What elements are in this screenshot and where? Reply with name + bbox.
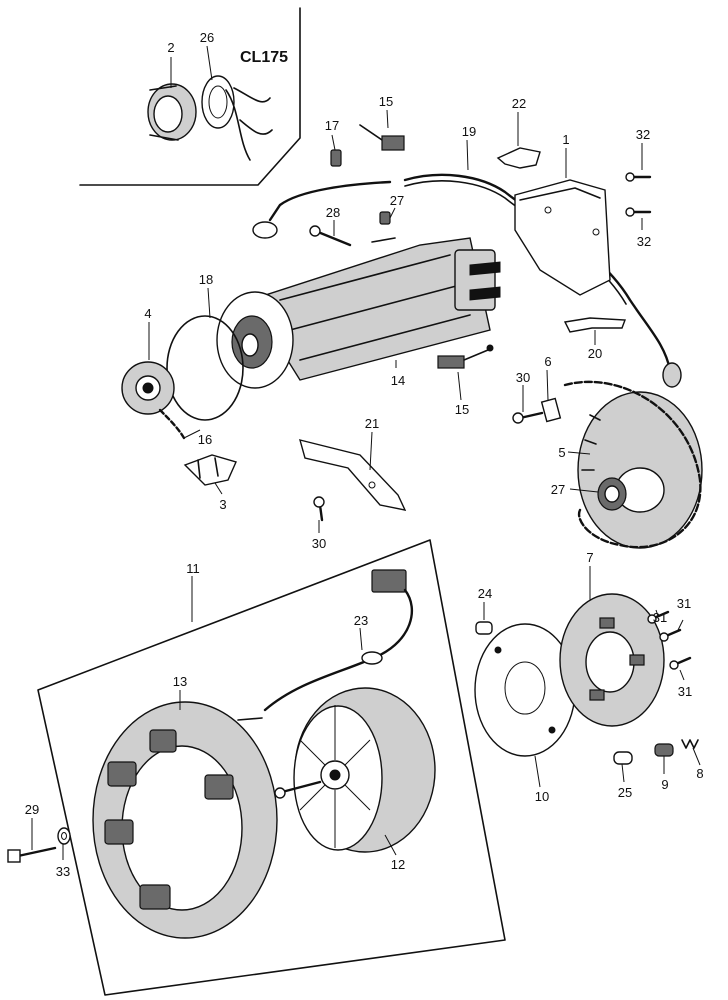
callout-3: 3 xyxy=(219,497,226,512)
callout-13: 13 xyxy=(173,674,187,689)
part-20-clamp xyxy=(563,317,626,333)
callout-31-b: 31 xyxy=(677,596,691,611)
callout-12: 12 xyxy=(391,857,405,872)
callout-17: 17 xyxy=(325,118,339,133)
part-26-seal xyxy=(201,75,273,161)
callout-14: 14 xyxy=(391,373,405,388)
callout-16: 16 xyxy=(198,432,212,447)
part-5-rear-sprocket xyxy=(577,391,703,549)
callout-11: 11 xyxy=(186,561,200,576)
part-27-grommet-upper xyxy=(371,211,396,243)
part-12-rotor xyxy=(293,687,436,853)
callout-30-upper: 30 xyxy=(516,370,530,385)
part-10-plate xyxy=(474,623,576,757)
part-29-bolt xyxy=(7,846,57,863)
callout-25: 25 xyxy=(618,785,632,800)
part-3-clip xyxy=(183,454,237,486)
part-9-spring-cap xyxy=(654,743,674,757)
part-22-clip xyxy=(496,147,541,169)
cl175-inset: CL175 xyxy=(79,7,301,186)
model-label: CL175 xyxy=(240,49,288,66)
generator-assembly-outline xyxy=(37,539,506,996)
callout-26: 26 xyxy=(200,30,214,45)
callout-32-lower: 32 xyxy=(637,234,651,249)
callout-22: 22 xyxy=(512,96,526,111)
callout-21: 21 xyxy=(365,416,379,431)
callout-19: 19 xyxy=(462,124,476,139)
part-32-screws xyxy=(625,172,652,217)
part-28-bolt xyxy=(309,225,352,247)
callout-29: 29 xyxy=(25,802,39,817)
part-6-lock-plate xyxy=(540,397,562,423)
part-14-starter-motor xyxy=(216,237,501,389)
part-8-spring xyxy=(681,739,699,749)
part-18-o-ring xyxy=(166,315,244,421)
callout-24: 24 xyxy=(478,586,492,601)
callout-7: 7 xyxy=(586,550,593,565)
part-25-roller xyxy=(613,751,633,765)
callout-numbers: 2 26 1 15 17 22 19 32 32 28 27 18 4 14 2… xyxy=(25,30,704,879)
callout-20: 20 xyxy=(588,346,602,361)
callout-2: 2 xyxy=(167,40,174,55)
part-7-one-way-clutch xyxy=(559,593,665,727)
callout-27-lower: 27 xyxy=(551,482,565,497)
callout-6: 6 xyxy=(544,354,551,369)
part-4-drive-sprocket xyxy=(121,361,175,415)
callout-9: 9 xyxy=(661,777,668,792)
callout-10: 10 xyxy=(535,789,549,804)
part-15-lower-brush xyxy=(437,344,494,369)
part-30-bolt-upper xyxy=(512,411,544,424)
callout-33: 33 xyxy=(56,864,70,879)
callout-27-upper: 27 xyxy=(390,193,404,208)
callout-30-lower: 30 xyxy=(312,536,326,551)
part-1-cover xyxy=(514,179,611,296)
part-27-hub-collar xyxy=(597,477,627,511)
callout-28: 28 xyxy=(326,205,340,220)
part-2-collar xyxy=(147,83,197,141)
rotor-bolt xyxy=(274,780,322,799)
part-21-bracket xyxy=(299,439,407,511)
callout-31-c: 31 xyxy=(678,684,692,699)
leader-lines xyxy=(31,45,701,860)
part-24-roller xyxy=(475,621,493,635)
part-17-grommet xyxy=(330,149,342,167)
part-16-chain xyxy=(158,408,186,440)
part-33-washer xyxy=(57,827,71,845)
part-13-stator xyxy=(92,701,278,939)
rear-chain xyxy=(563,380,702,549)
callout-8: 8 xyxy=(696,766,703,781)
part-30-bolt-lower xyxy=(313,496,325,522)
callout-4: 4 xyxy=(144,306,151,321)
callout-15-upper: 15 xyxy=(379,94,393,109)
callout-23: 23 xyxy=(354,613,368,628)
callout-31-a: 31 xyxy=(653,610,667,625)
callout-15-lower: 15 xyxy=(455,402,469,417)
callout-5: 5 xyxy=(558,445,565,460)
callout-1: 1 xyxy=(562,132,569,147)
part-31-screws xyxy=(647,610,692,670)
part-15-upper-brush xyxy=(359,124,405,151)
callout-18: 18 xyxy=(199,272,213,287)
part-23-cord xyxy=(263,569,414,712)
callout-32-upper: 32 xyxy=(636,127,650,142)
